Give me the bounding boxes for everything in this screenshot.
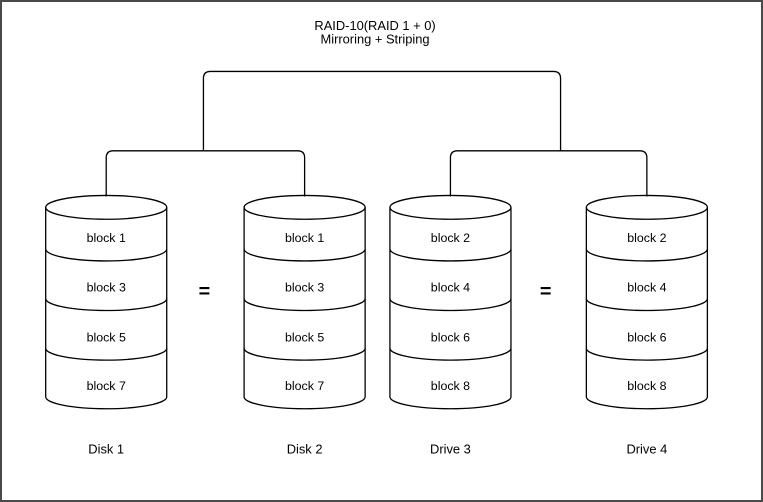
block-label: block 7 — [285, 379, 324, 393]
cylinder-divider — [585, 248, 709, 262]
cylinder-divider — [45, 248, 168, 262]
block-label: block 2 — [627, 231, 666, 245]
disk-label: Drive 4 — [626, 441, 667, 456]
block-label: block 8 — [627, 379, 666, 393]
block-label: block 2 — [431, 231, 470, 245]
connector-tree — [105, 70, 648, 197]
raid1-right-connector — [449, 150, 648, 197]
block-label: block 8 — [431, 379, 470, 393]
block-label: block 4 — [627, 281, 666, 295]
disk-label: Disk 1 — [88, 441, 124, 456]
cylinder-divider — [585, 298, 709, 312]
block-label: block 3 — [285, 281, 324, 295]
cylinder-divider — [585, 348, 709, 361]
cylinder-top — [585, 194, 709, 220]
disk-label: Drive 3 — [430, 441, 471, 456]
equals-sign: = — [199, 281, 211, 303]
disk-label: Disk 2 — [287, 441, 323, 456]
cylinder-divider — [389, 298, 512, 312]
disk-cylinder-3: block 2 block 4 block 6 block 8 Drive 3 — [389, 194, 512, 456]
cylinder-divider — [389, 348, 512, 361]
block-label: block 1 — [285, 231, 324, 245]
block-label: block 6 — [627, 330, 666, 344]
block-label: block 5 — [87, 330, 126, 344]
block-label: block 5 — [285, 330, 324, 344]
block-label: block 1 — [87, 231, 126, 245]
cylinder-body — [389, 207, 512, 410]
cylinder-divider — [243, 348, 366, 361]
cylinder-top — [389, 194, 512, 220]
cylinder-body — [243, 207, 366, 410]
disk-cylinder-2: block 1 block 3 block 5 block 7 Disk 2 — [243, 194, 366, 456]
block-label: block 4 — [431, 281, 470, 295]
diagram-title: RAID-10(RAID 1 + 0) — [314, 18, 435, 33]
diagram-subtitle: Mirroring + Striping — [320, 32, 429, 47]
cylinder-top — [45, 194, 168, 220]
cylinder-divider — [45, 348, 168, 361]
cylinder-divider — [389, 248, 512, 262]
cylinder-body — [45, 207, 168, 410]
disk-cylinder-1: block 1 block 3 block 5 block 7 Disk 1 — [45, 194, 168, 456]
equals-sign: = — [540, 281, 552, 303]
block-label: block 6 — [431, 330, 470, 344]
cylinder-divider — [45, 298, 168, 312]
raid1-left-connector — [105, 150, 306, 197]
cylinder-top — [243, 194, 366, 220]
disk-cylinder-4: block 2 block 4 block 6 block 8 Drive 4 — [585, 194, 709, 456]
cylinder-divider — [243, 298, 366, 312]
block-label: block 3 — [87, 281, 126, 295]
cylinder-divider — [243, 248, 366, 262]
raid0-top-connector — [202, 70, 562, 151]
cylinder-body — [585, 207, 709, 410]
block-label: block 7 — [87, 379, 126, 393]
